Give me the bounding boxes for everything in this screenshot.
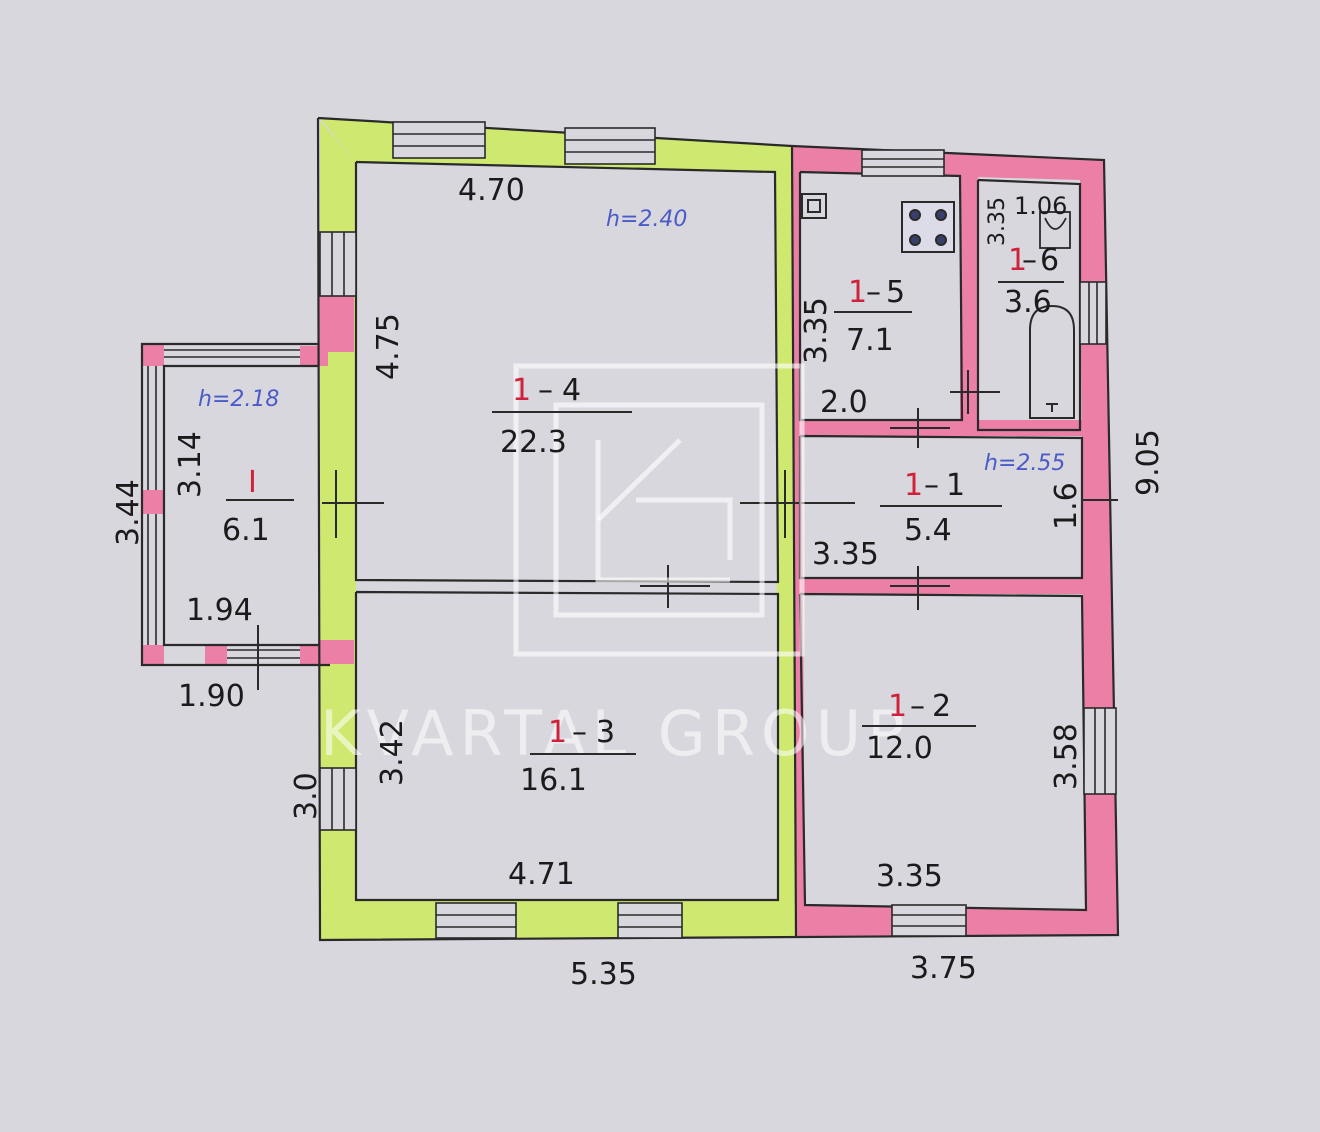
dim-r13-side: 3.42 <box>375 719 410 786</box>
dim-r16-top: 1.06 <box>1014 192 1067 220</box>
height-note-veranda: h=2.18 <box>198 387 279 412</box>
inner-wall-line <box>354 160 780 584</box>
room-1-2: 1 – 2 12.0 <box>862 689 976 766</box>
window <box>1079 281 1107 345</box>
pink-partition <box>960 170 978 430</box>
pink-accent <box>300 645 326 665</box>
dim-veranda-inner: 3.14 <box>173 431 208 498</box>
dim-r11-width: 3.35 <box>812 537 879 572</box>
window <box>164 349 300 358</box>
window <box>392 121 486 159</box>
room-1-3: 1 – 3 16.1 <box>520 715 636 798</box>
svg-text:–: – <box>910 689 925 724</box>
dim-veranda-bottom-out: 1.90 <box>178 679 245 714</box>
veranda-wall-line <box>140 342 330 667</box>
svg-text:12.0: 12.0 <box>866 731 933 766</box>
window <box>861 149 945 177</box>
sink-icon <box>1039 211 1071 249</box>
room-1-6: 1 – 6 3.6 <box>998 243 1064 320</box>
svg-text:2: 2 <box>932 689 951 724</box>
svg-text:5: 5 <box>886 275 905 310</box>
svg-text:1: 1 <box>1008 243 1027 278</box>
pink-accent <box>205 645 227 665</box>
stove-icon <box>901 201 955 253</box>
svg-text:1: 1 <box>548 715 567 750</box>
window <box>891 904 967 937</box>
window <box>435 902 517 939</box>
room-veranda: I 6.1 <box>222 465 294 548</box>
dim-r12-bottom: 3.35 <box>876 859 943 894</box>
svg-text:6: 6 <box>1040 243 1059 278</box>
svg-text:–: – <box>538 373 553 408</box>
svg-text:–: – <box>572 715 587 750</box>
inner-wall-line <box>798 592 1088 912</box>
veranda-wall-line <box>162 364 320 647</box>
window <box>147 366 157 645</box>
dim-veranda-bottom-in: 1.94 <box>186 593 253 628</box>
dim-r11-side: 1.6 <box>1049 482 1084 530</box>
window <box>617 902 683 939</box>
inner-wall-line <box>976 178 1082 432</box>
dim-r13-bottom: 4.71 <box>508 857 575 892</box>
room-1-1: 1 – 1 5.4 <box>880 468 1002 548</box>
bathtub-icon <box>1029 304 1075 419</box>
dim-left-wall: 3.0 <box>289 772 324 820</box>
height-note-hall: h=2.55 <box>984 451 1065 476</box>
dim-veranda-outer: 3.44 <box>111 479 146 546</box>
watermark-text: KVARTAL GROUP <box>320 697 911 770</box>
pink-accent <box>318 286 354 352</box>
dim-r14-side: 4.75 <box>371 313 406 380</box>
dim-r15-width: 3.35 <box>799 297 834 364</box>
svg-text:1: 1 <box>848 275 867 310</box>
svg-text:–: – <box>1022 243 1037 278</box>
window <box>319 231 357 297</box>
dim-r12-side: 3.58 <box>1049 723 1084 790</box>
chimney-icon <box>801 193 827 219</box>
window <box>1083 707 1117 795</box>
window <box>319 767 357 831</box>
height-note-main: h=2.40 <box>606 207 687 232</box>
dim-outer-bottom-left: 5.35 <box>570 957 637 992</box>
pink-accent <box>142 490 164 514</box>
dim-top: 4.70 <box>458 173 525 208</box>
window <box>227 649 300 659</box>
svg-text:6.1: 6.1 <box>222 513 270 548</box>
pink-accent <box>142 344 164 366</box>
room-1-5: 1 – 5 7.1 <box>834 275 912 358</box>
svg-text:–: – <box>924 468 939 503</box>
pink-accent <box>300 346 328 366</box>
svg-text:5.4: 5.4 <box>904 513 952 548</box>
svg-text:1: 1 <box>512 373 531 408</box>
svg-text:22.3: 22.3 <box>500 425 567 460</box>
wall-line <box>790 145 798 937</box>
svg-text:7.1: 7.1 <box>846 323 894 358</box>
svg-text:1: 1 <box>946 468 965 503</box>
dim-r16-side: 3.35 <box>985 197 1010 246</box>
window <box>564 127 656 165</box>
dim-right-total: 9.05 <box>1131 429 1166 496</box>
svg-text:1: 1 <box>888 689 907 724</box>
svg-text:–: – <box>866 275 881 310</box>
watermark-logo <box>513 363 805 657</box>
svg-text:4: 4 <box>562 373 581 408</box>
svg-text:3.6: 3.6 <box>1004 285 1052 320</box>
pink-accent <box>142 645 164 665</box>
dim-r15-bottom: 2.0 <box>820 385 868 420</box>
room-1-4: 1 – 4 22.3 <box>492 373 632 460</box>
dim-outer-bottom-right: 3.75 <box>910 951 977 986</box>
svg-text:1: 1 <box>904 468 923 503</box>
svg-text:3: 3 <box>596 715 615 750</box>
svg-text:I: I <box>248 465 257 500</box>
svg-text:16.1: 16.1 <box>520 763 587 798</box>
